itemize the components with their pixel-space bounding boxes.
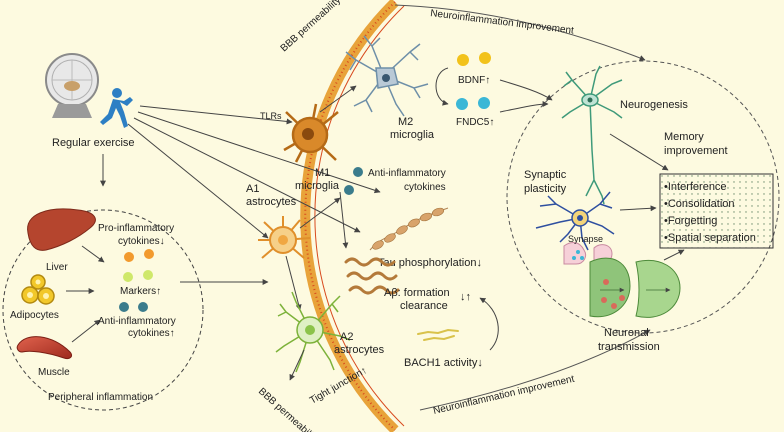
abeta-label-2: clearance [400, 300, 448, 312]
bbb-bottom-label: BBB permeability [256, 386, 320, 432]
anti-inflammatory-right-1: Anti-inflammatory [368, 168, 446, 179]
bdnf-fndc5-bracket [435, 67, 449, 106]
bbb-barrier [300, 0, 405, 432]
memory-item-interference: •Interference [664, 181, 727, 193]
peripheral-circle [2, 209, 204, 411]
a1-label-1: A1 [246, 183, 259, 195]
bach1-fibril-icon [417, 328, 459, 341]
fndc5-label: FNDC5↑ [456, 117, 494, 128]
exercise-to-astro-arrow [127, 123, 269, 239]
neuronal-label-1: Neuronal [604, 327, 649, 339]
bbb-top-label: BBB permeability [279, 0, 343, 54]
muscle-icon [16, 336, 73, 359]
peripheral-inflammation-label: Peripheral inflammation [48, 392, 153, 403]
m2-microglia-icon [345, 35, 429, 117]
bdnf-dots [457, 52, 491, 66]
tau-protein-icon [369, 207, 449, 251]
marker-dots [119, 249, 154, 312]
neuroinflammation-top-label: Neuroinflammation improvement [430, 8, 575, 37]
bdnf-to-neurogenesis-arrow [499, 79, 553, 101]
a2-astrocyte-icon [275, 291, 351, 373]
neurogenesis-neuron-icon [561, 65, 623, 205]
abeta-label-1: Aβ: formation [384, 287, 450, 299]
tlrs-label: TLRs [260, 111, 282, 121]
a2-label-2: astrocytes [334, 344, 385, 356]
a1-label-2: astrocytes [246, 196, 297, 208]
abeta-arrows-label: ↓↑ [460, 291, 471, 303]
markers-label: Markers↑ [120, 286, 161, 297]
hamster-wheel-icon [45, 53, 99, 118]
a2-down-arrow [289, 349, 305, 381]
regular-exercise-label: Regular exercise [52, 137, 135, 149]
synaptic-label-2: plasticity [524, 183, 567, 195]
anti-inflammatory-right-dots [344, 167, 363, 195]
bach1-to-abeta-arrow [479, 297, 499, 351]
neuroinflammation-bottom-arrow [419, 329, 651, 411]
m1-label-1: M1 [315, 167, 330, 179]
fndc5-to-neurogenesis-arrow [499, 101, 549, 113]
m2-label-2: microglia [390, 129, 435, 141]
pro-inflammatory-label-1: Pro-inflammatory [98, 223, 174, 234]
anti-inflammatory-left-2: cytokines↑ [128, 328, 175, 339]
neuroinflammation-top-arrow [394, 4, 646, 61]
m1-to-m2-arrow [319, 85, 357, 113]
m2-label-1: M2 [398, 116, 413, 128]
synaptic-to-memory-arrow [619, 205, 657, 212]
muscle-arrow [71, 319, 101, 343]
muscle-label: Muscle [38, 367, 70, 378]
a1-to-anti-inflammatory-arrow [299, 197, 341, 229]
neuronal-transmission-icon [589, 257, 681, 318]
memory-item-spatial-separation: •Spatial separation [664, 232, 756, 244]
adipocytes-label: Adipocytes [10, 310, 59, 321]
pro-inflammatory-label-2: cytokines↓ [118, 236, 165, 247]
memory-box [659, 173, 774, 249]
transmission-to-memory-arrow [663, 249, 685, 261]
neurogenesis-label: Neurogenesis [620, 99, 688, 111]
exercise-to-m1-arrow [139, 105, 293, 125]
m1-label-2: microglia [295, 180, 340, 192]
m1-microglia-icon [283, 103, 339, 163]
synaptic-label-1: Synaptic [524, 169, 567, 181]
synaptic-neuron-icon [535, 191, 615, 251]
neurogenesis-to-memory-arrow [609, 133, 669, 171]
anti-inflammatory-left-1: Anti-inflammatory [98, 316, 176, 327]
bach1-label: BACH1 activity↓ [404, 357, 483, 369]
a2-label-1: A2 [340, 331, 353, 343]
synapse-label: Synapse [568, 234, 603, 244]
a1-to-a2-arrow [285, 255, 302, 311]
astro-to-abeta-arrow [339, 191, 349, 249]
adipocytes-icon [21, 274, 55, 305]
memory-item-forgetting: •Forgetting [664, 215, 717, 227]
fndc5-dots [456, 97, 490, 110]
runner-icon [100, 88, 133, 128]
tau-label: Tau phosphorylation↓ [378, 257, 482, 269]
a1-astrocyte-icon [258, 216, 311, 259]
liver-label: Liver [46, 262, 68, 273]
memory-circle [506, 60, 780, 334]
liver-icon [27, 208, 96, 251]
bdnf-label: BDNF↑ [458, 75, 490, 86]
neuronal-label-2: transmission [598, 341, 660, 353]
anti-inflammatory-right-2: cytokines [404, 182, 446, 193]
exercise-to-tau-arrow [133, 117, 361, 233]
neuroinflammation-bottom-label: Neuroinflammation improvement [432, 374, 575, 417]
exercise-to-neuron-arrow [137, 111, 381, 194]
liver-arrow [81, 245, 105, 263]
memory-item-consolidation: •Consolidation [664, 198, 735, 210]
memory-label-2: improvement [664, 145, 728, 157]
abeta-fibril-icon [344, 257, 400, 295]
memory-label-1: Memory [664, 131, 704, 143]
